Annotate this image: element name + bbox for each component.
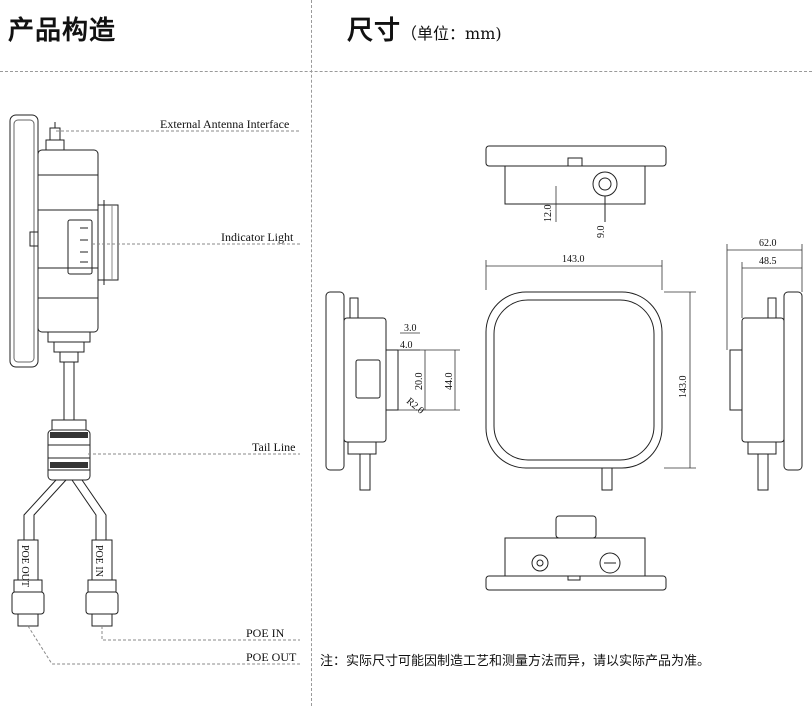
poe-out-connector-label: POE OUT [19,545,30,587]
unit-label: （单位：mm) [401,24,502,43]
dimensions-heading: 尺寸（单位：mm) [347,16,502,46]
disclaimer-note: 注：实际尺寸可能因制造工艺和测量方法而异，请以实际产品为准。 [320,654,711,669]
dim-side-r: R2.0 [404,396,426,417]
tail-junction [47,429,91,481]
right-side-plate [783,291,803,471]
header-divider [0,71,812,72]
dim-top-9: 9.0 [596,226,607,239]
bottom-view-body [504,537,646,577]
dim-height: 143.0 [678,376,689,399]
indicator-panel [67,219,93,275]
indicator-callout: Indicator Light [221,230,294,244]
poe-out-leader [27,625,300,665]
dim-side-3: 3.0 [404,323,417,334]
poe-in-callout: POE IN [246,626,285,640]
antenna-connector [49,127,61,141]
dim-top-12: 12.0 [543,205,554,223]
poe-in-leader [101,626,300,641]
structure-heading: 产品构造 [8,16,117,46]
left-side-plate [325,291,345,471]
dim-side-44: 44.0 [444,373,455,391]
poe-out-callout: POE OUT [246,650,297,664]
dim-depth-48: 48.5 [759,256,777,267]
poe-in-connector-label: POE IN [93,545,104,577]
dim-side-20: 20.0 [414,373,425,391]
tail-callout: Tail Line [252,440,296,454]
antenna-callout: External Antenna Interface [160,117,290,131]
right-side-body [741,317,785,443]
front-view-outline [485,291,663,469]
dim-depth-62: 62.0 [759,238,777,249]
dim-width: 143.0 [562,254,585,265]
column-divider [311,0,312,706]
top-view-gland [592,171,618,197]
dim-side-4: 4.0 [400,340,413,351]
top-view-plate [485,145,667,167]
top-view-body [504,165,646,205]
